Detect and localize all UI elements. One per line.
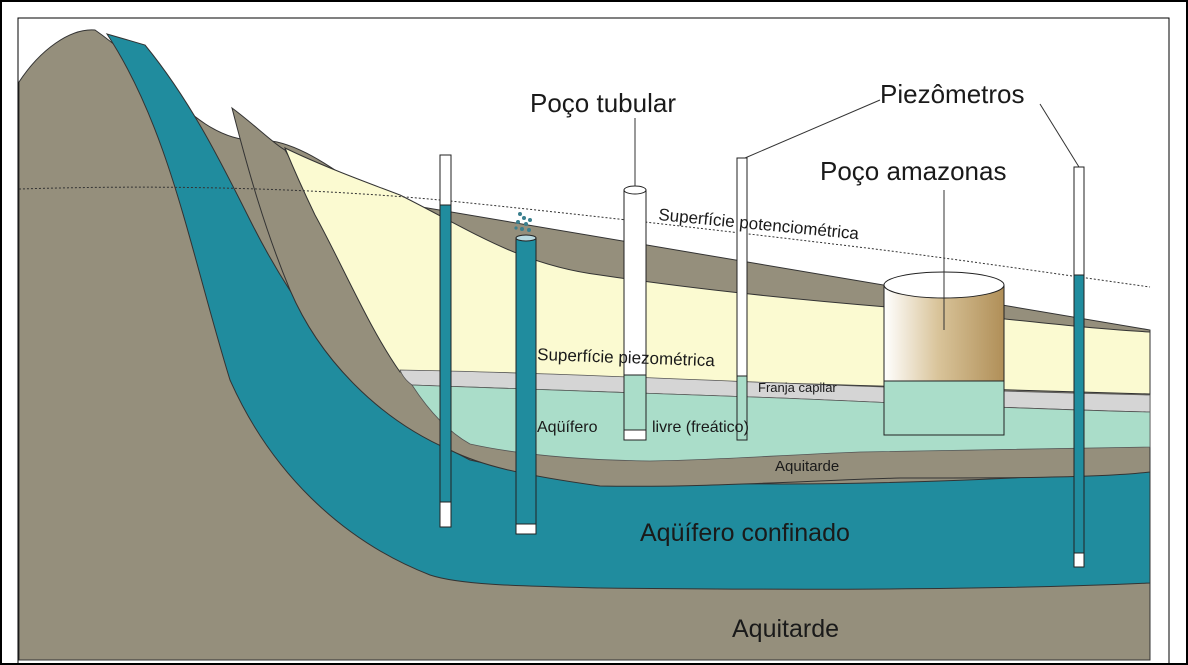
piezometer-right <box>1073 166 1085 568</box>
label-franja-capilar: Franja capilar <box>758 380 837 395</box>
potentiometric-surface-line <box>18 186 1151 288</box>
inner-border <box>17 17 1170 665</box>
water-spray-icon <box>514 212 532 232</box>
leader-piezometer-middle <box>744 99 881 159</box>
label-piezometros: Piezômetros <box>880 79 1025 109</box>
label-poco-amazonas: Poço amazonas <box>820 156 1006 186</box>
artesian-well <box>514 212 537 535</box>
label-aquifero-livre-part2: livre (freático) <box>652 419 749 436</box>
label-aquitarde-upper: Aquitarde <box>775 458 839 475</box>
tube-well <box>623 185 647 441</box>
label-aquifero-livre-part1: Aqüífero <box>537 419 598 436</box>
leader-piezometer-right <box>1039 103 1080 168</box>
label-aquifero-confinado: Aqüífero confinado <box>640 519 850 547</box>
label-aquitarde-lower: Aquitarde <box>732 615 839 643</box>
piezometer-left <box>439 154 452 528</box>
piezometer-middle <box>736 157 748 441</box>
label-poco-tubular: Poço tubular <box>530 88 676 118</box>
